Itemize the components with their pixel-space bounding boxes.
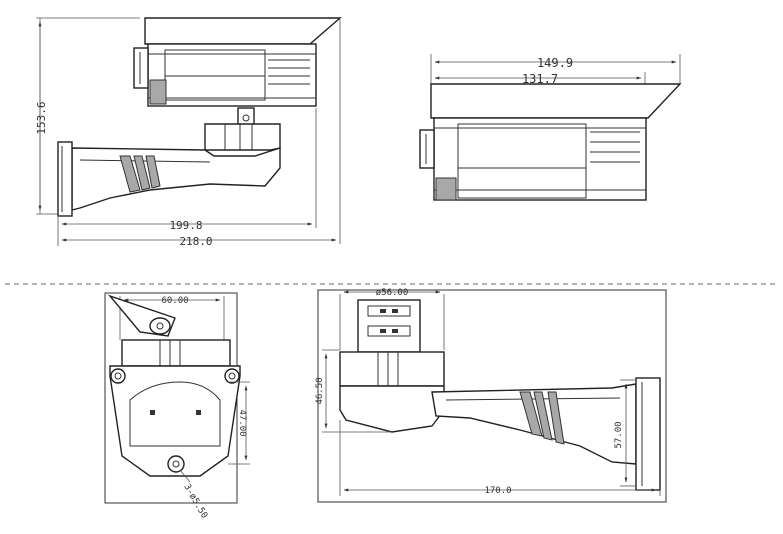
top-view: 149.9 131.7 xyxy=(419,54,682,201)
side-view-with-bracket: 153.6 xyxy=(35,17,342,248)
bracket-length-dim-label: 199.8 xyxy=(169,219,202,232)
plate-width-dim-label: 60.00 xyxy=(161,296,188,306)
hole-dim-label: 3-ø5.50 xyxy=(181,483,209,521)
plate-height-dim-label: 47.00 xyxy=(237,409,247,436)
top-diameter-dim-label: ø56.00 xyxy=(376,288,409,298)
height-dim-label: 153.6 xyxy=(35,101,48,134)
joint-height-dim-label: 46.50 xyxy=(315,377,325,404)
bracket-side-view: ø56.00 46.50 57.00 xyxy=(315,288,667,503)
mount-plate-view: 60.00 47.00 3-ø5.50 xyxy=(104,292,250,521)
body-width-dim-label: 131.7 xyxy=(522,72,558,86)
bracket-length-dim-label: 170.0 xyxy=(484,486,511,496)
plate-height-dim-label: 57.00 xyxy=(614,421,624,448)
overall-width-dim-label: 149.9 xyxy=(537,56,573,70)
overall-length-dim-label: 218.0 xyxy=(179,235,212,248)
